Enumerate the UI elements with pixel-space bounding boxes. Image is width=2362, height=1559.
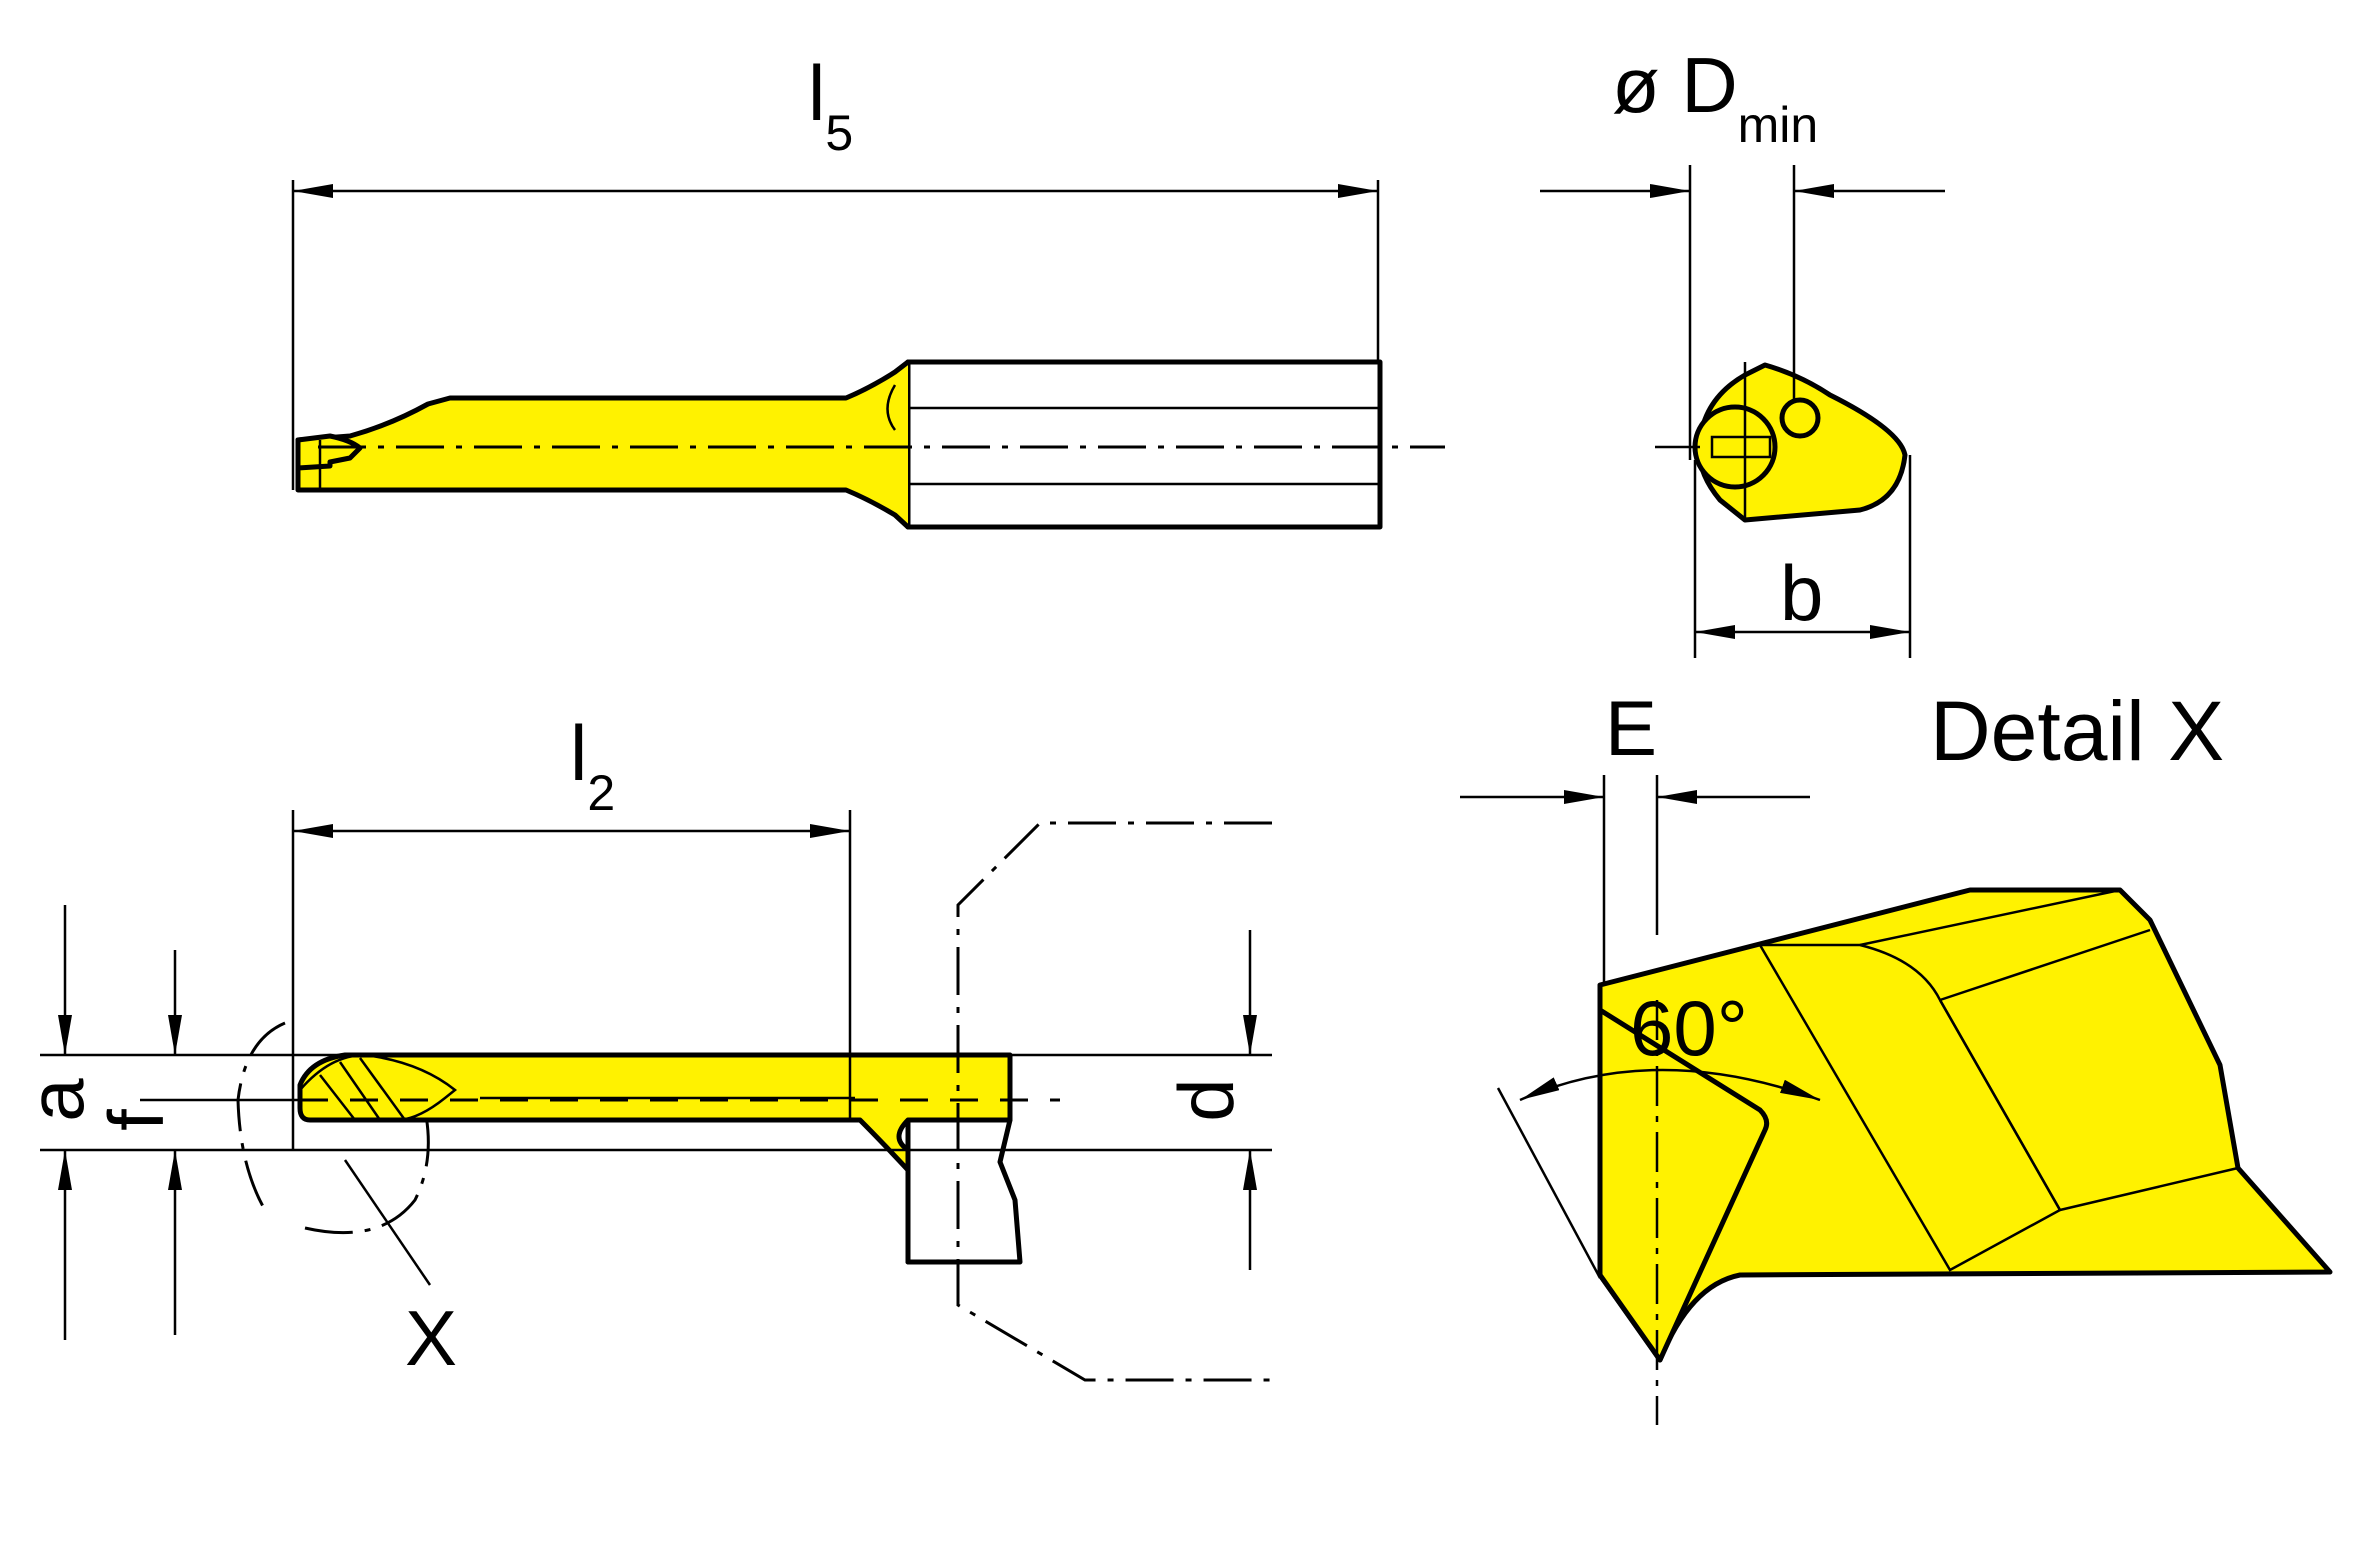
bore-shank bbox=[905, 1117, 1023, 1265]
detail-x: Detail X 60° E bbox=[1460, 684, 2333, 1425]
shank-body bbox=[905, 359, 1383, 530]
detail-x-marker: X bbox=[405, 1294, 457, 1382]
dim-dmin: ø Dmin bbox=[1612, 41, 1818, 153]
cutting-tip bbox=[295, 433, 363, 471]
bore-bar bbox=[297, 1052, 1013, 1265]
dim-l2: l2 bbox=[570, 709, 615, 821]
detail-title: Detail X bbox=[1930, 684, 2224, 778]
top-view: l5 bbox=[291, 49, 1445, 530]
dim-b: b bbox=[1780, 549, 1823, 637]
angle-60: 60° bbox=[1630, 984, 1748, 1072]
end-view-tip bbox=[1692, 404, 1778, 490]
bore-view: l2 a f d X bbox=[12, 709, 1272, 1382]
dim-a: a bbox=[12, 1078, 100, 1122]
end-view: ø Dmin b bbox=[1540, 41, 1945, 658]
boring-bar bbox=[295, 359, 911, 530]
dim-d: d bbox=[1162, 1078, 1250, 1121]
dim-f: f bbox=[92, 1109, 180, 1131]
dim-l5: l5 bbox=[808, 49, 853, 161]
dim-e: E bbox=[1605, 684, 1657, 772]
